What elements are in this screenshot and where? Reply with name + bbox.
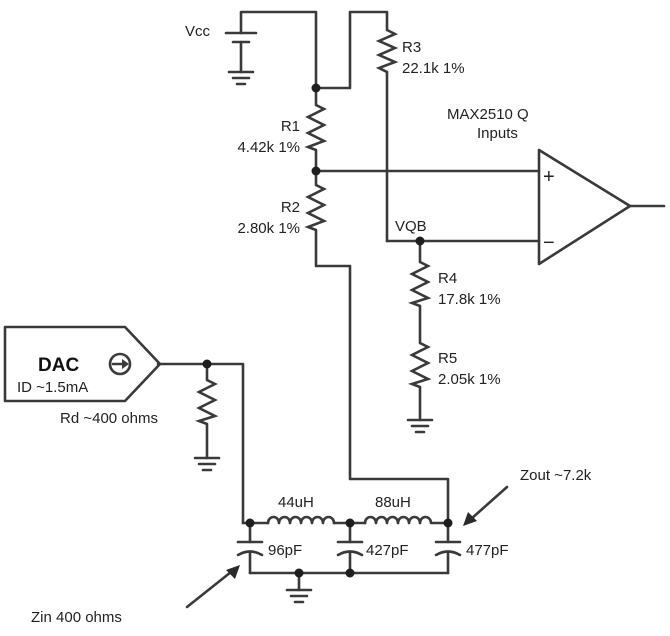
resistor-r2-icon <box>304 183 328 232</box>
r5-value-label: 2.05k 1% <box>438 371 501 388</box>
c1-label: 96pF <box>268 542 302 559</box>
r3-name-label: R3 <box>402 39 421 56</box>
junction-dots <box>202 83 453 578</box>
r5-name-label: R5 <box>438 350 457 367</box>
wires <box>156 10 666 592</box>
zin-label: Zin 400 ohms <box>31 609 122 626</box>
capacitor-c3-icon <box>434 540 462 557</box>
vcc-battery-icon <box>224 31 258 86</box>
ground-icon <box>193 456 221 472</box>
capacitor-c2-icon <box>336 540 364 557</box>
r1-value-label: 4.42k 1% <box>237 139 300 156</box>
r2-value-label: 2.80k 1% <box>237 220 300 237</box>
r2-name-label: R2 <box>281 199 300 216</box>
resistor-r4-icon <box>407 260 432 308</box>
dac-label: DAC <box>38 355 79 376</box>
r3-value-label: 22.1k 1% <box>402 60 465 77</box>
rd-label: Rd ~400 ohms <box>60 410 158 427</box>
op-amp-icon <box>537 148 632 266</box>
r1-name-label: R1 <box>281 118 300 135</box>
r4-value-label: 17.8k 1% <box>438 291 501 308</box>
minus-input-label: − <box>543 232 555 254</box>
inductor-l2-icon <box>363 515 434 525</box>
zin-arrow-icon <box>185 565 240 609</box>
vqb-label: VQB <box>395 218 427 235</box>
dac-current-label: ID ~1.5mA <box>17 379 88 396</box>
resistor-rd-icon <box>194 378 219 426</box>
capacitor-c1-icon <box>236 540 264 557</box>
c2-label: 427pF <box>366 542 409 559</box>
inductor-l1-icon <box>266 515 336 525</box>
ground-icon <box>285 588 313 604</box>
l1-label: 44uH <box>278 494 314 511</box>
current-source-icon <box>108 352 132 376</box>
resistor-r5-icon <box>407 341 432 389</box>
zout-label: Zout ~7.2k <box>520 467 592 484</box>
resistor-r1-icon <box>304 103 328 152</box>
zout-arrow-icon <box>463 485 509 526</box>
dac-block <box>3 325 162 403</box>
vcc-label: Vcc <box>185 23 211 40</box>
resistor-r3-icon <box>375 28 399 74</box>
plus-input-label: + <box>543 166 555 188</box>
amp-title-line2: Inputs <box>477 125 518 142</box>
c3-label: 477pF <box>466 542 509 559</box>
amp-title-line1: MAX2510 Q <box>447 106 529 123</box>
ground-icon <box>406 418 434 434</box>
l2-label: 88uH <box>375 494 411 511</box>
r4-name-label: R4 <box>438 270 457 287</box>
